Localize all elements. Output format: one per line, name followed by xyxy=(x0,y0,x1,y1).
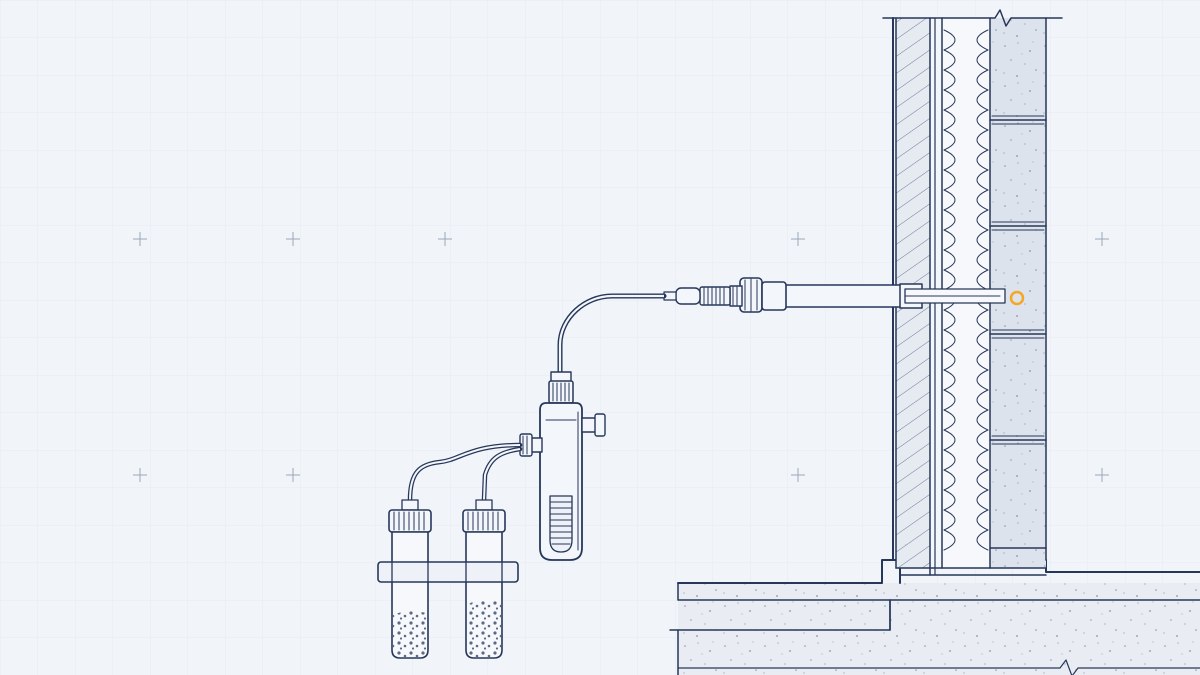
sample-tubes xyxy=(407,442,523,503)
grid-registration-marks xyxy=(133,232,1109,482)
probe-assembly xyxy=(663,277,1025,313)
sample-vial-rack xyxy=(377,499,519,659)
wall-section xyxy=(882,9,1063,576)
moisture-meter xyxy=(519,371,606,561)
sensor-tip-icon xyxy=(1009,290,1025,306)
sensor-tube xyxy=(557,293,667,375)
floor-slab xyxy=(669,559,1200,675)
